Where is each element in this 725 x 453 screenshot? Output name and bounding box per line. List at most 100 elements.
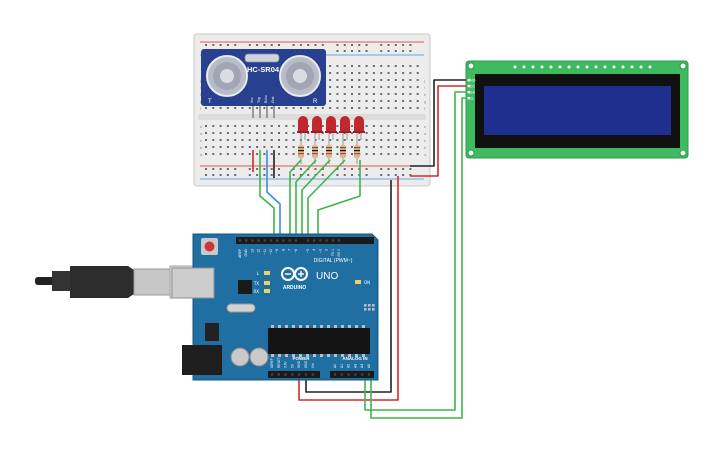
- wire-scl-to-lcd: [370, 97, 466, 419]
- breadboard-hole: [329, 139, 332, 141]
- breadboard-rail-hole: [409, 50, 412, 52]
- lcd-mount-hole: [467, 149, 475, 157]
- analog-pin: [354, 373, 357, 376]
- breadboard-rail-hole: [394, 174, 397, 176]
- breadboard-rail-hole: [402, 44, 405, 46]
- breadboard-hole: [416, 65, 419, 67]
- breadboard-rail-hole: [380, 168, 383, 170]
- lcd-pin-pad: [467, 84, 471, 88]
- breadboard-hole: [336, 79, 339, 81]
- breadboard-rail-hole: [205, 174, 207, 176]
- breadboard-hole: [205, 146, 207, 148]
- breadboard-hole: [409, 72, 412, 74]
- breadboard-hole: [292, 125, 295, 127]
- breadboard-hole: [394, 125, 397, 127]
- digital-pin-label: 2: [325, 249, 329, 251]
- breadboard-hole: [409, 65, 412, 67]
- breadboard-hole: [372, 125, 375, 127]
- breadboard-hole: [387, 139, 390, 141]
- icsp-pin: [364, 304, 367, 307]
- breadboard-hole: [307, 153, 310, 155]
- breadboard-hole: [343, 65, 346, 67]
- digital-pin-label: 13: [250, 249, 254, 253]
- power-pin: [291, 373, 294, 376]
- breadboard-rail-hole: [256, 168, 259, 170]
- breadboard-hole: [351, 86, 353, 88]
- breadboard-hole: [351, 72, 353, 74]
- breadboard-hole: [285, 153, 288, 155]
- breadboard-hole: [365, 132, 368, 134]
- breadboard-hole: [351, 79, 353, 81]
- breadboard-hole: [212, 153, 215, 155]
- breadboard-hole: [402, 86, 405, 88]
- breadboard-hole: [234, 125, 237, 127]
- power-pin-label: GND: [297, 360, 301, 368]
- breadboard-row-letter: b: [200, 145, 203, 150]
- breadboard-hole: [256, 139, 259, 141]
- breadboard-row-letter: b: [424, 145, 427, 150]
- chip-leg: [320, 325, 323, 328]
- breadboard-hole: [358, 93, 361, 95]
- breadboard-rail-hole: [270, 44, 273, 46]
- breadboard-hole: [416, 125, 419, 127]
- breadboard-hole: [226, 139, 229, 141]
- breadboard-hole: [263, 125, 266, 127]
- breadboard-hole: [409, 100, 412, 102]
- breadboard-rail-hole: [226, 174, 229, 176]
- breadboard-hole: [263, 139, 266, 141]
- breadboard-hole: [248, 146, 251, 148]
- chip-leg: [362, 325, 365, 328]
- breadboard-rail-hole: [292, 174, 295, 176]
- breadboard-hole: [394, 146, 397, 148]
- breadboard-rail-hole: [343, 174, 346, 176]
- chip-leg: [278, 354, 281, 357]
- arduino-uno[interactable]: L TX RX ON ARDUINO UNO DIGITAL (PWM~) PO…: [171, 233, 379, 381]
- lcd-screen: [484, 86, 671, 135]
- wire-rail-to-lcd-vcc: [410, 85, 466, 177]
- chip-leg: [306, 325, 309, 328]
- breadboard-hole: [402, 139, 405, 141]
- power-pin: [311, 373, 314, 376]
- breadboard-rail-hole: [358, 50, 361, 52]
- lcd-top-pad: [585, 65, 589, 69]
- analog-pin-label: A1: [340, 364, 344, 368]
- breadboard-hole: [278, 139, 280, 141]
- breadboard-rail-hole: [409, 168, 412, 170]
- chip-leg: [313, 325, 316, 328]
- breadboard-hole: [394, 86, 397, 88]
- breadboard-hole: [234, 107, 237, 109]
- digital-pin-label: ~3: [318, 249, 322, 253]
- digital-pin: [251, 239, 254, 242]
- breadboard-rail-hole: [219, 168, 222, 170]
- on-led: [355, 280, 361, 284]
- breadboard-hole: [329, 93, 332, 95]
- breadboard-rail-hole: [314, 44, 317, 46]
- breadboard-rail-hole: [351, 174, 353, 176]
- breadboard-rail-hole: [380, 44, 383, 46]
- breadboard-hole: [263, 132, 266, 134]
- digital-pin: [294, 239, 297, 242]
- breadboard-hole: [343, 86, 346, 88]
- breadboard-hole: [387, 100, 390, 102]
- breadboard-rail-hole: [226, 168, 229, 170]
- breadboard-row-letter: i: [424, 85, 425, 90]
- breadboard-hole: [234, 146, 237, 148]
- lcd-top-pad: [621, 65, 625, 69]
- lcd-top-pad: [540, 65, 544, 69]
- digital-pin: [276, 239, 279, 242]
- breadboard-hole: [285, 125, 288, 127]
- breadboard-hole: [248, 107, 251, 109]
- digital-header-label: DIGITAL (PWM~): [314, 258, 353, 264]
- analog-pin: [333, 373, 337, 376]
- breadboard-rail-hole: [278, 44, 280, 46]
- breadboard-hole: [372, 139, 375, 141]
- breadboard-hole: [256, 132, 259, 134]
- voltage-regulator: [205, 323, 219, 341]
- chip-leg: [362, 354, 365, 357]
- breadboard-hole: [336, 125, 339, 127]
- resistor: [354, 140, 360, 164]
- digital-pin-label: RX 0: [337, 249, 341, 257]
